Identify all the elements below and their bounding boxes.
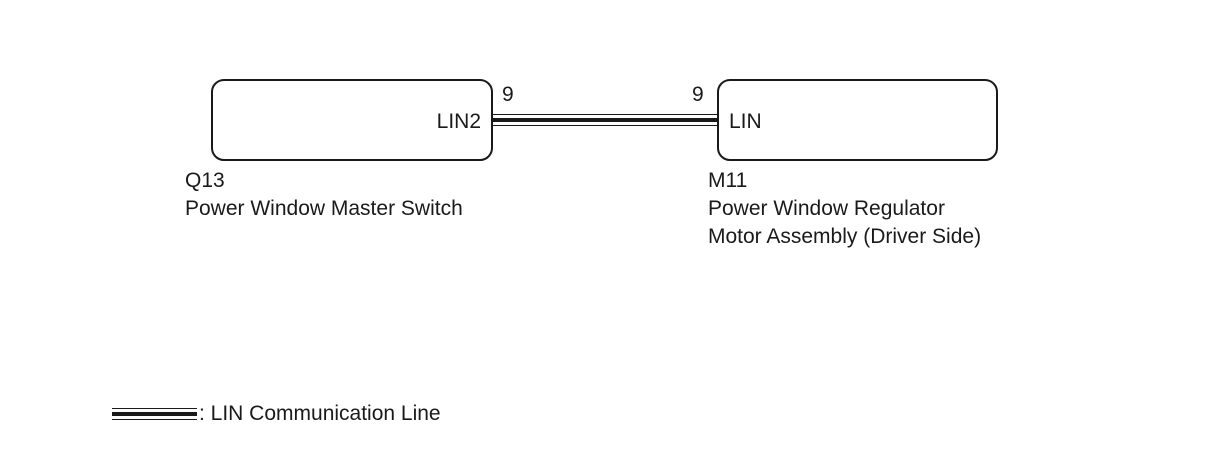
q13-code: Q13	[185, 169, 225, 192]
m11-name-line-2: Motor Assembly (Driver Side)	[708, 225, 982, 248]
q13-caption: Q13 Power Window Master Switch	[185, 167, 463, 223]
m11-name-line-1: Power Window Regulator	[708, 197, 945, 220]
m11-code: M11	[708, 169, 748, 192]
legend-text: : LIN Communication Line	[199, 402, 441, 425]
m11-pin-label: LIN	[729, 110, 762, 133]
q13-name-line-1: Power Window Master Switch	[185, 197, 463, 220]
q13-pin-label: LIN2	[436, 110, 481, 133]
lin-communication-wire	[493, 114, 717, 126]
lin-wire-core	[493, 117, 717, 122]
lin-line-legend-swatch	[112, 408, 197, 420]
m11-component-box	[717, 79, 998, 161]
m11-caption: M11 Power Window Regulator Motor Assembl…	[708, 167, 981, 251]
q13-component-box	[211, 79, 493, 161]
q13-pin-number: 9	[502, 83, 514, 106]
m11-pin-number: 9	[692, 83, 704, 106]
legend-swatch-core	[112, 411, 197, 416]
